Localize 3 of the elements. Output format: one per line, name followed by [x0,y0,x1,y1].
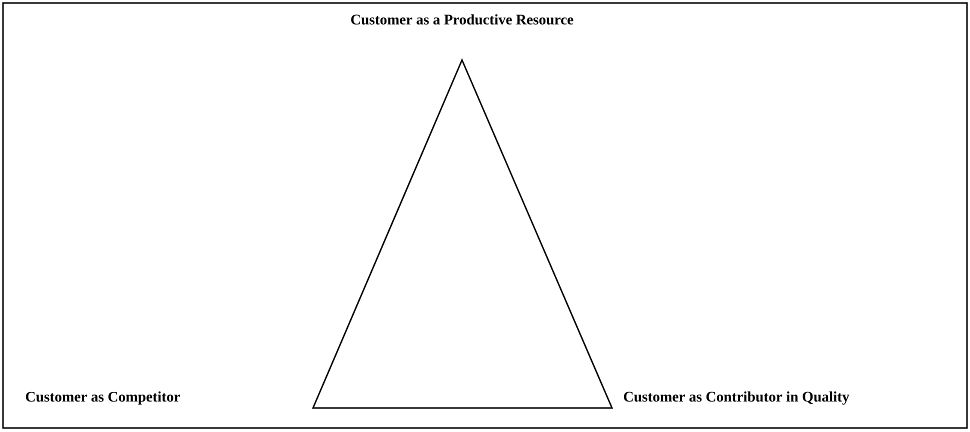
corner-label: Customer as Competitor [26,391,180,405]
corner-label: Customer as Contributor in Quality [624,391,850,405]
corner-label: Customer as a Productive Resource [351,14,574,25]
